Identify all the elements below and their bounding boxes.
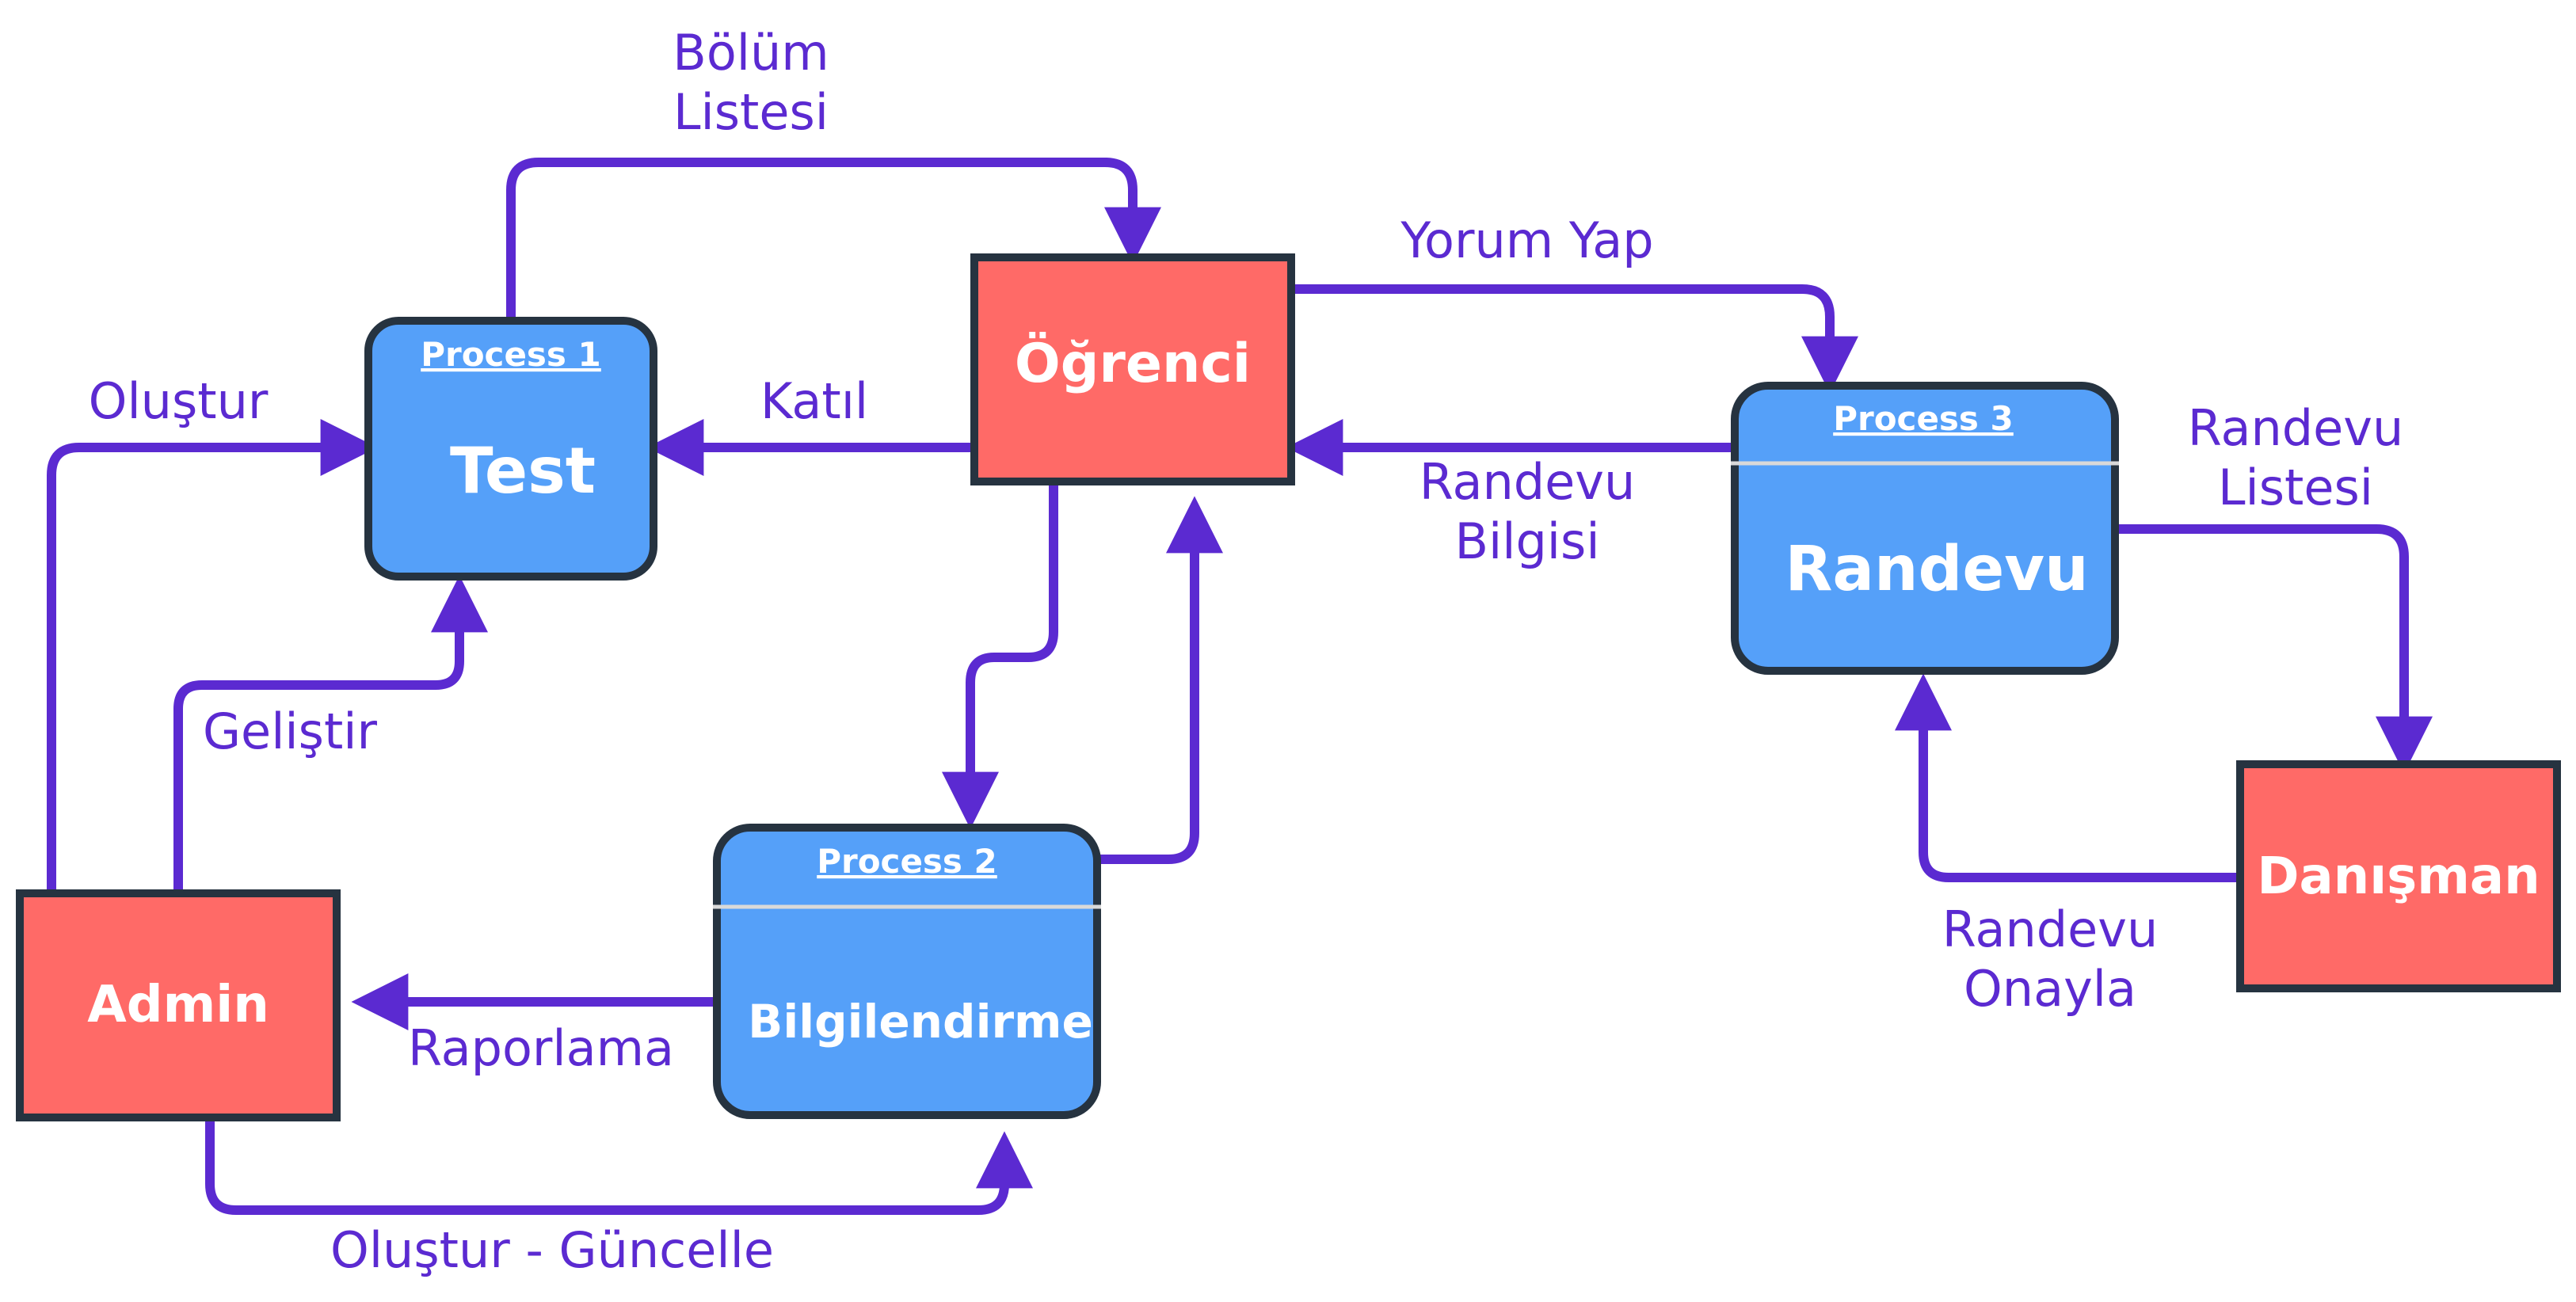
process-test: Process 1 Test — [364, 317, 657, 581]
flow-olustur-line — [47, 419, 378, 896]
flow-yorum-yap-line — [1290, 284, 1858, 394]
entity-danisman-label: Danışman — [2257, 847, 2540, 906]
label-gelistir: Geliştir — [203, 702, 377, 760]
label-yorum-yap: Yorum Yap — [1400, 211, 1653, 269]
label-olustur: Oluştur — [89, 372, 269, 430]
label-randevu-onayla-line2: Onayla — [1964, 960, 2136, 1018]
flow-lines — [47, 158, 2433, 1215]
label-bolum-listesi-line2: Listesi — [673, 83, 829, 141]
label-raporlama: Raporlama — [408, 1019, 674, 1077]
label-bolum-listesi-line1: Bölüm — [673, 24, 829, 82]
label-randevu-bilgisi-line1: Randevu — [1419, 453, 1636, 511]
process-2-title: Bilgilendirme — [748, 995, 1093, 1049]
process-1-header: Process 1 — [421, 335, 601, 374]
entity-ogrenci-label: Öğrenci — [1015, 332, 1251, 395]
flow-bolum-listesi-line — [506, 158, 1161, 322]
process-randevu: Process 3 Randevu — [1731, 382, 2119, 675]
flow-bilgilendirme-ogrenci-line — [1096, 496, 1223, 864]
process-2-header: Process 2 — [817, 842, 997, 881]
label-randevu-listesi-line2: Listesi — [2218, 459, 2373, 516]
entity-admin-label: Admin — [87, 976, 269, 1034]
label-olustur-guncelle: Oluştur - Güncelle — [330, 1221, 774, 1279]
label-katil: Katıl — [760, 372, 868, 430]
flow-randevu-onayla-line — [1895, 673, 2246, 882]
flow-gelistir-line — [173, 575, 488, 896]
entity-danisman: Danışman — [2236, 760, 2561, 992]
process-1-title: Test — [450, 434, 596, 508]
flow-labels: Bölüm Listesi Yorum Yap Katıl Oluştur Ra… — [89, 24, 2404, 1279]
process-3-header: Process 3 — [1833, 399, 2014, 438]
label-randevu-listesi-line1: Randevu — [2188, 399, 2404, 457]
flow-ogrenci-bilgilendirme-line — [942, 480, 1058, 829]
process-3-title: Randevu — [1785, 534, 2088, 605]
entity-ogrenci: Öğrenci — [970, 253, 1295, 485]
entity-admin: Admin — [16, 889, 341, 1121]
label-randevu-bilgisi-line2: Bilgisi — [1454, 512, 1599, 570]
label-randevu-onayla-line1: Randevu — [1942, 900, 2159, 958]
flow-randevu-listesi-line — [2114, 524, 2433, 774]
process-bilgilendirme: Process 2 Bilgilendirme — [713, 824, 1101, 1119]
flow-olustur-guncelle-line — [205, 1116, 1033, 1215]
